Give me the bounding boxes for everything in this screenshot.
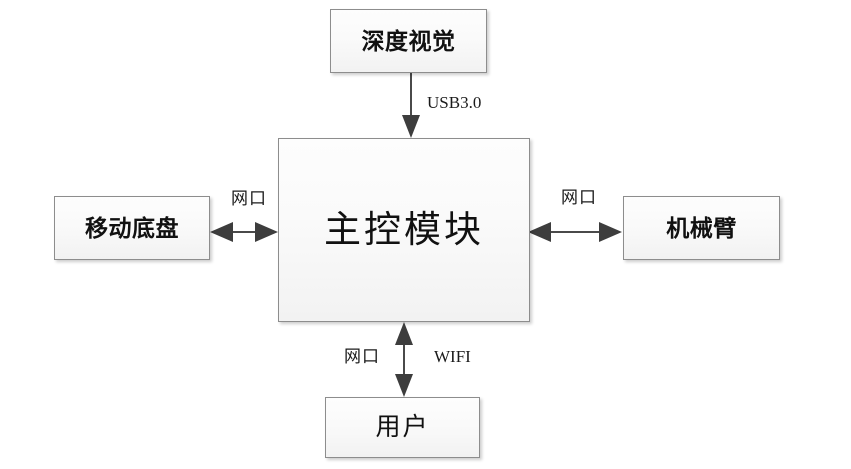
block-robotic-arm[interactable]: 机械臂 — [623, 196, 780, 260]
connector-label-wifi: WIFI — [434, 347, 471, 366]
connector-user-to-main — [395, 322, 413, 397]
connector-label-network-port-right: 网口 — [561, 188, 597, 207]
connector-label-network-port-left: 网口 — [231, 189, 267, 208]
connector-chassis-to-main — [210, 222, 278, 242]
block-main-controller[interactable]: 主控模块 — [278, 138, 530, 322]
block-robotic-arm-label: 机械臂 — [666, 215, 737, 241]
block-main-controller-label: 主控模块 — [324, 209, 484, 251]
connector-depth-vision-to-main — [402, 73, 420, 138]
block-depth-vision-label: 深度视觉 — [361, 28, 456, 54]
block-user-label: 用户 — [375, 414, 430, 441]
block-mobile-chassis-label: 移动底盘 — [85, 215, 179, 241]
connector-label-network-port-bottom: 网口 — [344, 347, 380, 366]
block-mobile-chassis[interactable]: 移动底盘 — [54, 196, 210, 260]
connector-main-to-arm — [528, 222, 622, 242]
block-user[interactable]: 用户 — [325, 397, 480, 458]
block-depth-vision[interactable]: 深度视觉 — [330, 9, 487, 73]
connector-label-usb3: USB3.0 — [427, 93, 482, 112]
